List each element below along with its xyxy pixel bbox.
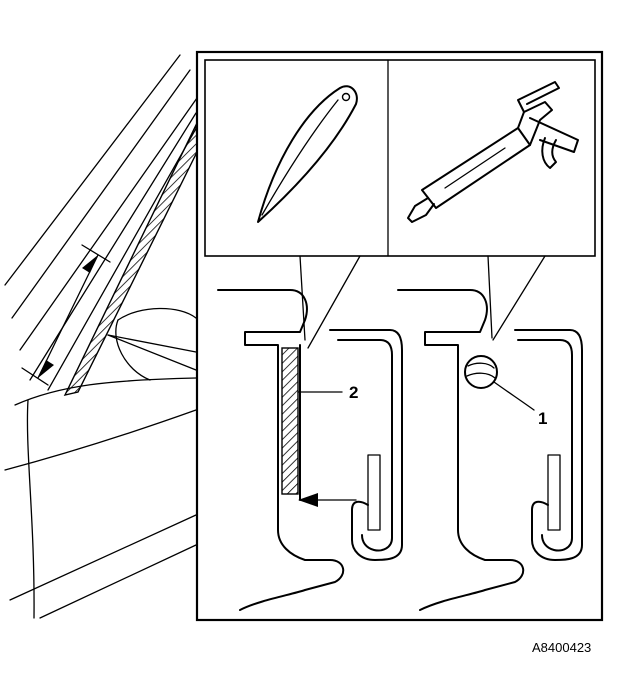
insertion-arrow (298, 493, 318, 507)
sealing-strip-2 (281, 347, 299, 495)
callout-label-1: 1 (538, 409, 547, 428)
knife-icon (257, 85, 358, 223)
tool-callout-lines (299, 255, 546, 349)
callout-label-2: 2 (349, 383, 358, 402)
seal-profile-left (217, 289, 403, 611)
seal-profile-right (397, 289, 583, 611)
tool-panel (204, 59, 596, 257)
figure-id: A8400423 (532, 640, 591, 655)
dimension-arrow-bottom (38, 360, 54, 378)
caulking-gun-icon (407, 81, 579, 223)
adhesive-bead-1 (464, 355, 498, 389)
dimension-arrow-top (82, 255, 98, 273)
vehicle-context (4, 54, 199, 619)
pillar-seal-strip (63, 122, 199, 397)
